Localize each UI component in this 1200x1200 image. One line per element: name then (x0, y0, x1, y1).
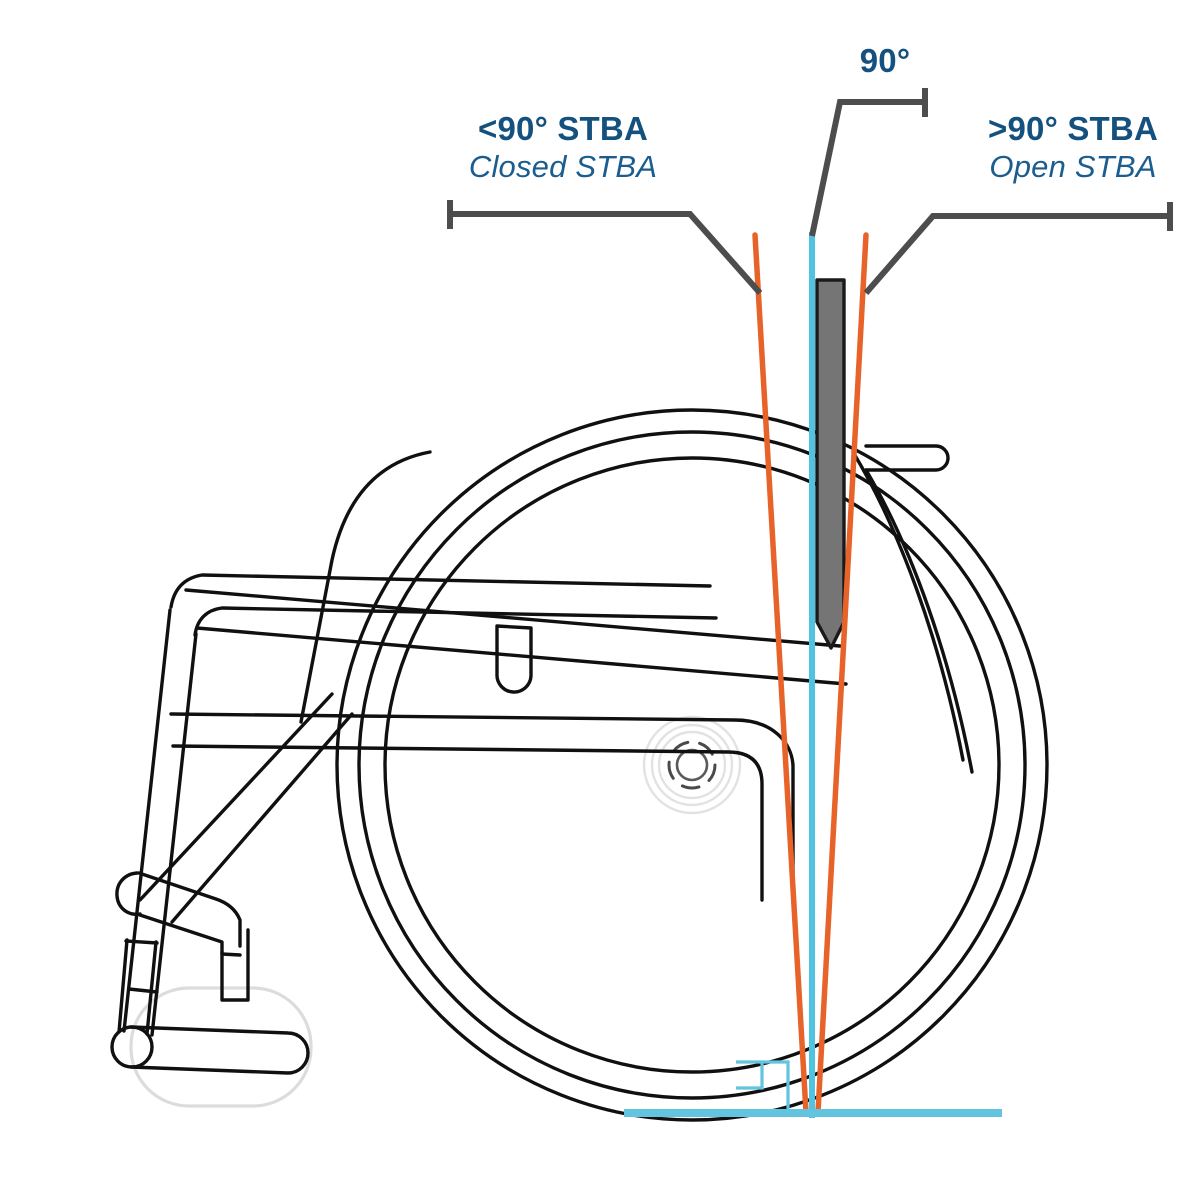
open-stba-leader (863, 202, 1173, 295)
leader-lines (447, 88, 1173, 295)
right-angle-marker (736, 1060, 790, 1113)
footrest-knuckle (115, 871, 142, 916)
caster-fork-right (145, 940, 158, 1036)
lower-frame-rail-top (169, 712, 795, 902)
wheel-hub-core (675, 748, 709, 782)
footplate-arm-bottom (138, 913, 242, 957)
closed-stba-primary-text: <90° STBA (478, 110, 648, 147)
wheel-handrim (383, 456, 1001, 1074)
open-stba-label: >90° STBA Open STBA (953, 110, 1193, 184)
ninety-degree-leader (809, 88, 928, 237)
caster-fork-cap (124, 939, 159, 945)
push-handle (864, 444, 950, 472)
open-stba-angle-line (815, 232, 869, 1115)
open-stba-secondary-text: Open STBA (989, 148, 1157, 184)
rear-upright-tube-left (851, 450, 965, 762)
frame-front-upright-left (122, 608, 172, 1033)
rear-upright-tube-right (864, 468, 974, 774)
footplate-plate (220, 928, 250, 1002)
closed-stba-label: <90° STBA Closed STBA (443, 110, 683, 184)
ninety-degree-text: 90° (859, 42, 911, 79)
wheel-outer-tire (335, 408, 1049, 1122)
wheel-hub-rings (642, 715, 742, 815)
ninety-degree-label: 90° (810, 42, 960, 79)
frame-upper-rail-top (169, 573, 712, 609)
backrest-upper-tube (299, 450, 432, 724)
caster-arm-top (129, 1025, 310, 1075)
wheelchair-drawing (110, 408, 1049, 1122)
open-leader-path (863, 213, 1170, 295)
caster-pivot (110, 1025, 154, 1069)
wheel-hub-dashes (667, 740, 717, 790)
seat-tube-bar (815, 278, 846, 650)
closed-leader-path (450, 211, 763, 295)
frame-diagonal-brace-bottom (170, 712, 354, 924)
frame-front-upright-right (150, 632, 198, 1037)
frame-upper-rail-bottom (193, 606, 718, 637)
closed-stba-angle-line (752, 232, 809, 1115)
footplate-arm-top (137, 871, 242, 948)
frame-diagonal-brace-top (138, 692, 334, 902)
seat-rail-bottom (195, 626, 848, 686)
ghost-caster-outline (129, 986, 313, 1108)
caster-fork-left (117, 938, 129, 1034)
closed-stba-leader (447, 200, 763, 295)
seat-rail-top (184, 588, 842, 648)
open-stba-primary-text: >90° STBA (988, 110, 1158, 147)
ninety-leader-path (809, 99, 925, 237)
lower-frame-rail-bottom (171, 744, 764, 902)
seat-bracket-tab (495, 624, 533, 694)
wheel-inner-tire (357, 430, 1027, 1100)
closed-stba-secondary-text: Closed STBA (468, 148, 658, 184)
